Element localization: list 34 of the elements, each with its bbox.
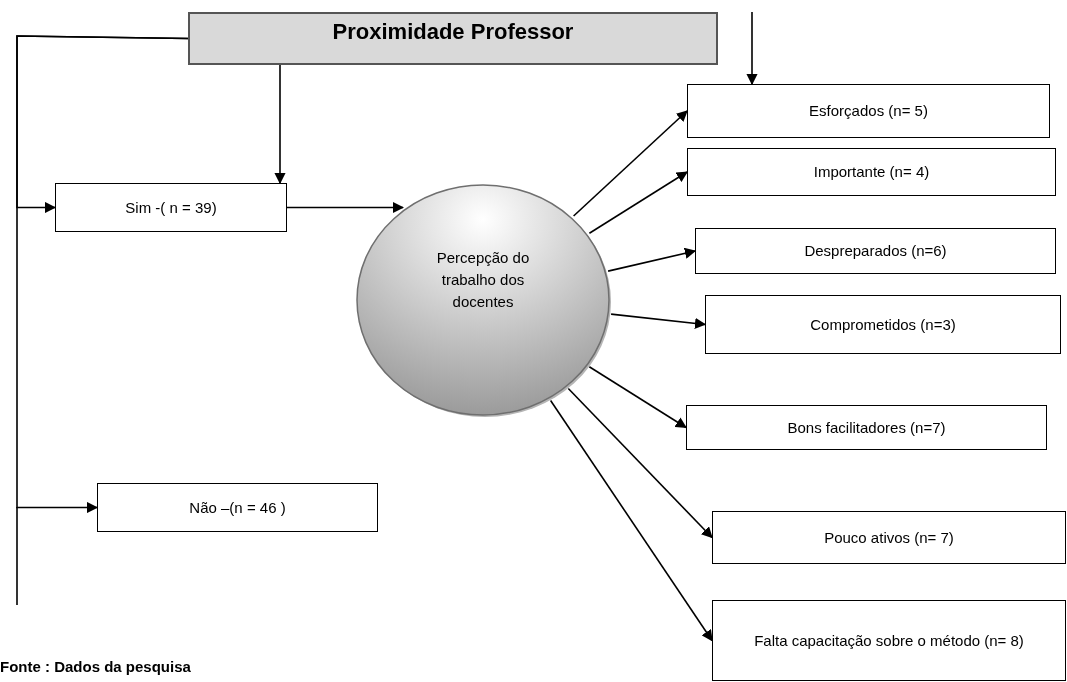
node-text: Esforçados (n= 5) xyxy=(809,101,928,121)
node-text: Sim -( n = 39) xyxy=(125,197,217,218)
node-text: Não –(n = 46 ) xyxy=(189,497,286,518)
category-box xyxy=(712,511,1066,564)
category-box xyxy=(97,483,378,532)
arrow xyxy=(610,313,707,329)
category-box xyxy=(687,148,1056,196)
node-text: Despreparados (n=6) xyxy=(804,241,947,261)
node-text: Bons facilitadores (n=7) xyxy=(787,417,946,438)
title-text: Proximidade Professor xyxy=(332,18,574,46)
arrow xyxy=(16,35,189,514)
category-box xyxy=(686,405,1047,450)
arrow xyxy=(588,171,688,235)
arrow xyxy=(549,399,713,642)
arrow xyxy=(274,64,286,185)
category-box xyxy=(705,295,1061,354)
node-text: Importante (n= 4) xyxy=(813,162,930,182)
node-text: Comprometidos (n=3) xyxy=(810,314,956,335)
category-box xyxy=(712,600,1066,681)
node-text: Pouco ativos (n= 7) xyxy=(824,527,954,548)
node-text: Falta capacitação sobre o método (n= 8) xyxy=(754,630,1024,651)
arrow xyxy=(588,366,687,429)
arrow xyxy=(572,110,688,217)
arrow xyxy=(286,201,404,214)
category-box xyxy=(55,183,287,232)
arrow xyxy=(567,387,713,539)
node-text: Percepção do trabalho dos docentes xyxy=(435,248,531,312)
category-box xyxy=(687,84,1050,138)
arrow xyxy=(746,11,758,86)
title-box xyxy=(188,12,718,65)
source-note: Fonte : Dados da pesquisa xyxy=(0,657,191,677)
arrow xyxy=(607,247,697,272)
category-box xyxy=(695,228,1056,274)
ellipse-node xyxy=(354,182,612,418)
